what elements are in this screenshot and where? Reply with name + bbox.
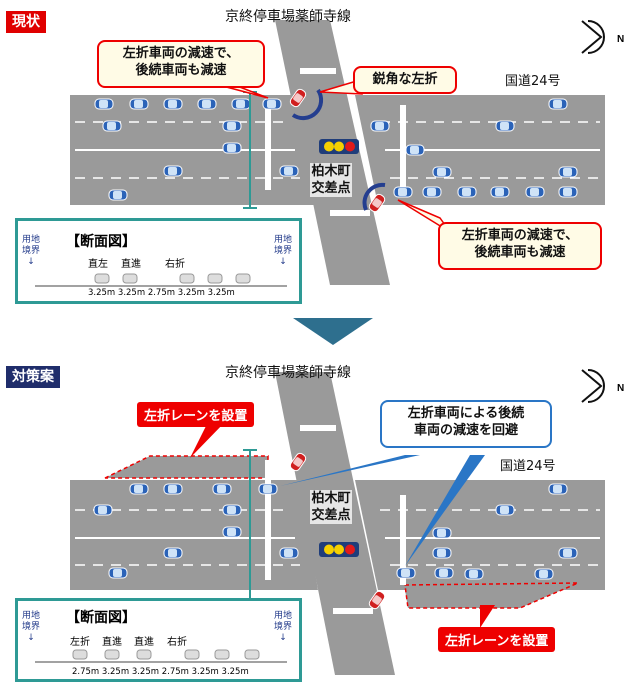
lane-label: 右折 — [165, 259, 185, 270]
lane-label: 直進 — [121, 259, 141, 270]
current-road-title: 京終停車場薬師寺線 — [225, 9, 351, 25]
section-heading: 【断面図】 — [66, 234, 136, 250]
lane-label: 直左 — [88, 259, 108, 270]
intersection-line-1: 柏木町 — [311, 164, 351, 179]
callout-line-1: 左折車両による後続 — [407, 406, 525, 421]
down-arrow-icon — [293, 318, 373, 345]
svg-text:N: N — [617, 383, 624, 394]
proposal-tag: 対策案 — [6, 366, 60, 388]
svg-text:N: N — [617, 34, 624, 45]
proposal-intersection-label: 柏木町 交差点 — [310, 490, 352, 524]
proposal-cross-section: 【断面図】 用地 境界 ↓ 用地 境界 ↓ 左折 直進 直進 右折 2.75m … — [15, 598, 302, 682]
boundary-line-1: 用地 — [274, 611, 293, 621]
down-arrow-icon: ↓ — [27, 633, 35, 643]
proposal-route-label: 国道24号 — [500, 459, 556, 474]
boundary-line-2: 境界 — [274, 622, 293, 632]
section-drawing — [35, 273, 287, 287]
proposal-redbox-top: 左折レーンを設置 — [137, 402, 255, 427]
current-callout-sharp-turn: 鋭角な左折 — [353, 66, 457, 94]
callout-line-1: 左折車両の減速で、 — [122, 46, 240, 61]
lane-label: 直進 — [102, 637, 122, 648]
boundary-line-1: 用地 — [22, 235, 41, 245]
boundary-right: 用地 境界 ↓ — [274, 235, 292, 268]
down-arrow-icon: ↓ — [279, 633, 287, 643]
lane-label: 右折 — [167, 637, 187, 648]
current-intersection-label: 柏木町 交差点 — [310, 163, 352, 197]
lane-label: 直進 — [134, 637, 154, 648]
current-cross-section: 【断面図】 用地 境界 ↓ 用地 境界 ↓ 直左 直進 右折 3.25m 3.2… — [15, 218, 302, 304]
proposal-road-title: 京終停車場薬師寺線 — [225, 365, 351, 381]
current-road-map — [70, 20, 605, 285]
section-heading: 【断面図】 — [66, 610, 136, 626]
boundary-line-2: 境界 — [22, 246, 41, 256]
current-tag: 現状 — [6, 11, 46, 33]
callout-line-2: 車両の減速を回避 — [413, 423, 518, 438]
boundary-left: 用地 境界 ↓ — [22, 611, 40, 644]
boundary-line-1: 用地 — [22, 611, 41, 621]
callout-line-2: 後続車両も減速 — [474, 245, 566, 260]
boundary-line-2: 境界 — [274, 246, 293, 256]
intersection-line-2: 交差点 — [311, 508, 351, 523]
intersection-line-1: 柏木町 — [311, 491, 351, 506]
lane-widths: 3.25m 3.25m 2.75m 3.25m 3.25m — [88, 288, 235, 298]
proposal-callout: 左折車両による後続 車両の減速を回避 — [380, 400, 552, 448]
current-route-label: 国道24号 — [505, 74, 561, 89]
callout-line-1: 左折車両の減速で、 — [461, 228, 579, 243]
lane-widths: 2.75m 3.25m 3.25m 2.75m 3.25m 3.25m — [72, 667, 249, 677]
intersection-line-2: 交差点 — [311, 181, 351, 196]
proposal-redbox-bottom: 左折レーンを設置 — [438, 627, 556, 652]
boundary-line-1: 用地 — [274, 235, 293, 245]
boundary-right: 用地 境界 ↓ — [274, 611, 292, 644]
turn-arc-icon — [291, 88, 324, 121]
boundary-line-2: 境界 — [22, 622, 41, 632]
callout-line-2: 後続車両も減速 — [135, 63, 227, 78]
down-arrow-icon: ↓ — [279, 257, 287, 267]
section-drawing — [35, 649, 287, 663]
north-arrow-icon: N N — [581, 20, 624, 403]
lane-label: 左折 — [70, 637, 90, 648]
boundary-left: 用地 境界 ↓ — [22, 235, 40, 268]
current-callout-bottom-right: 左折車両の減速で、 後続車両も減速 — [438, 222, 602, 270]
traffic-signal-icon — [319, 139, 359, 154]
down-arrow-icon: ↓ — [27, 257, 35, 267]
current-callout-top-left: 左折車両の減速で、 後続車両も減速 — [97, 40, 265, 88]
proposal-road-map — [70, 372, 605, 675]
